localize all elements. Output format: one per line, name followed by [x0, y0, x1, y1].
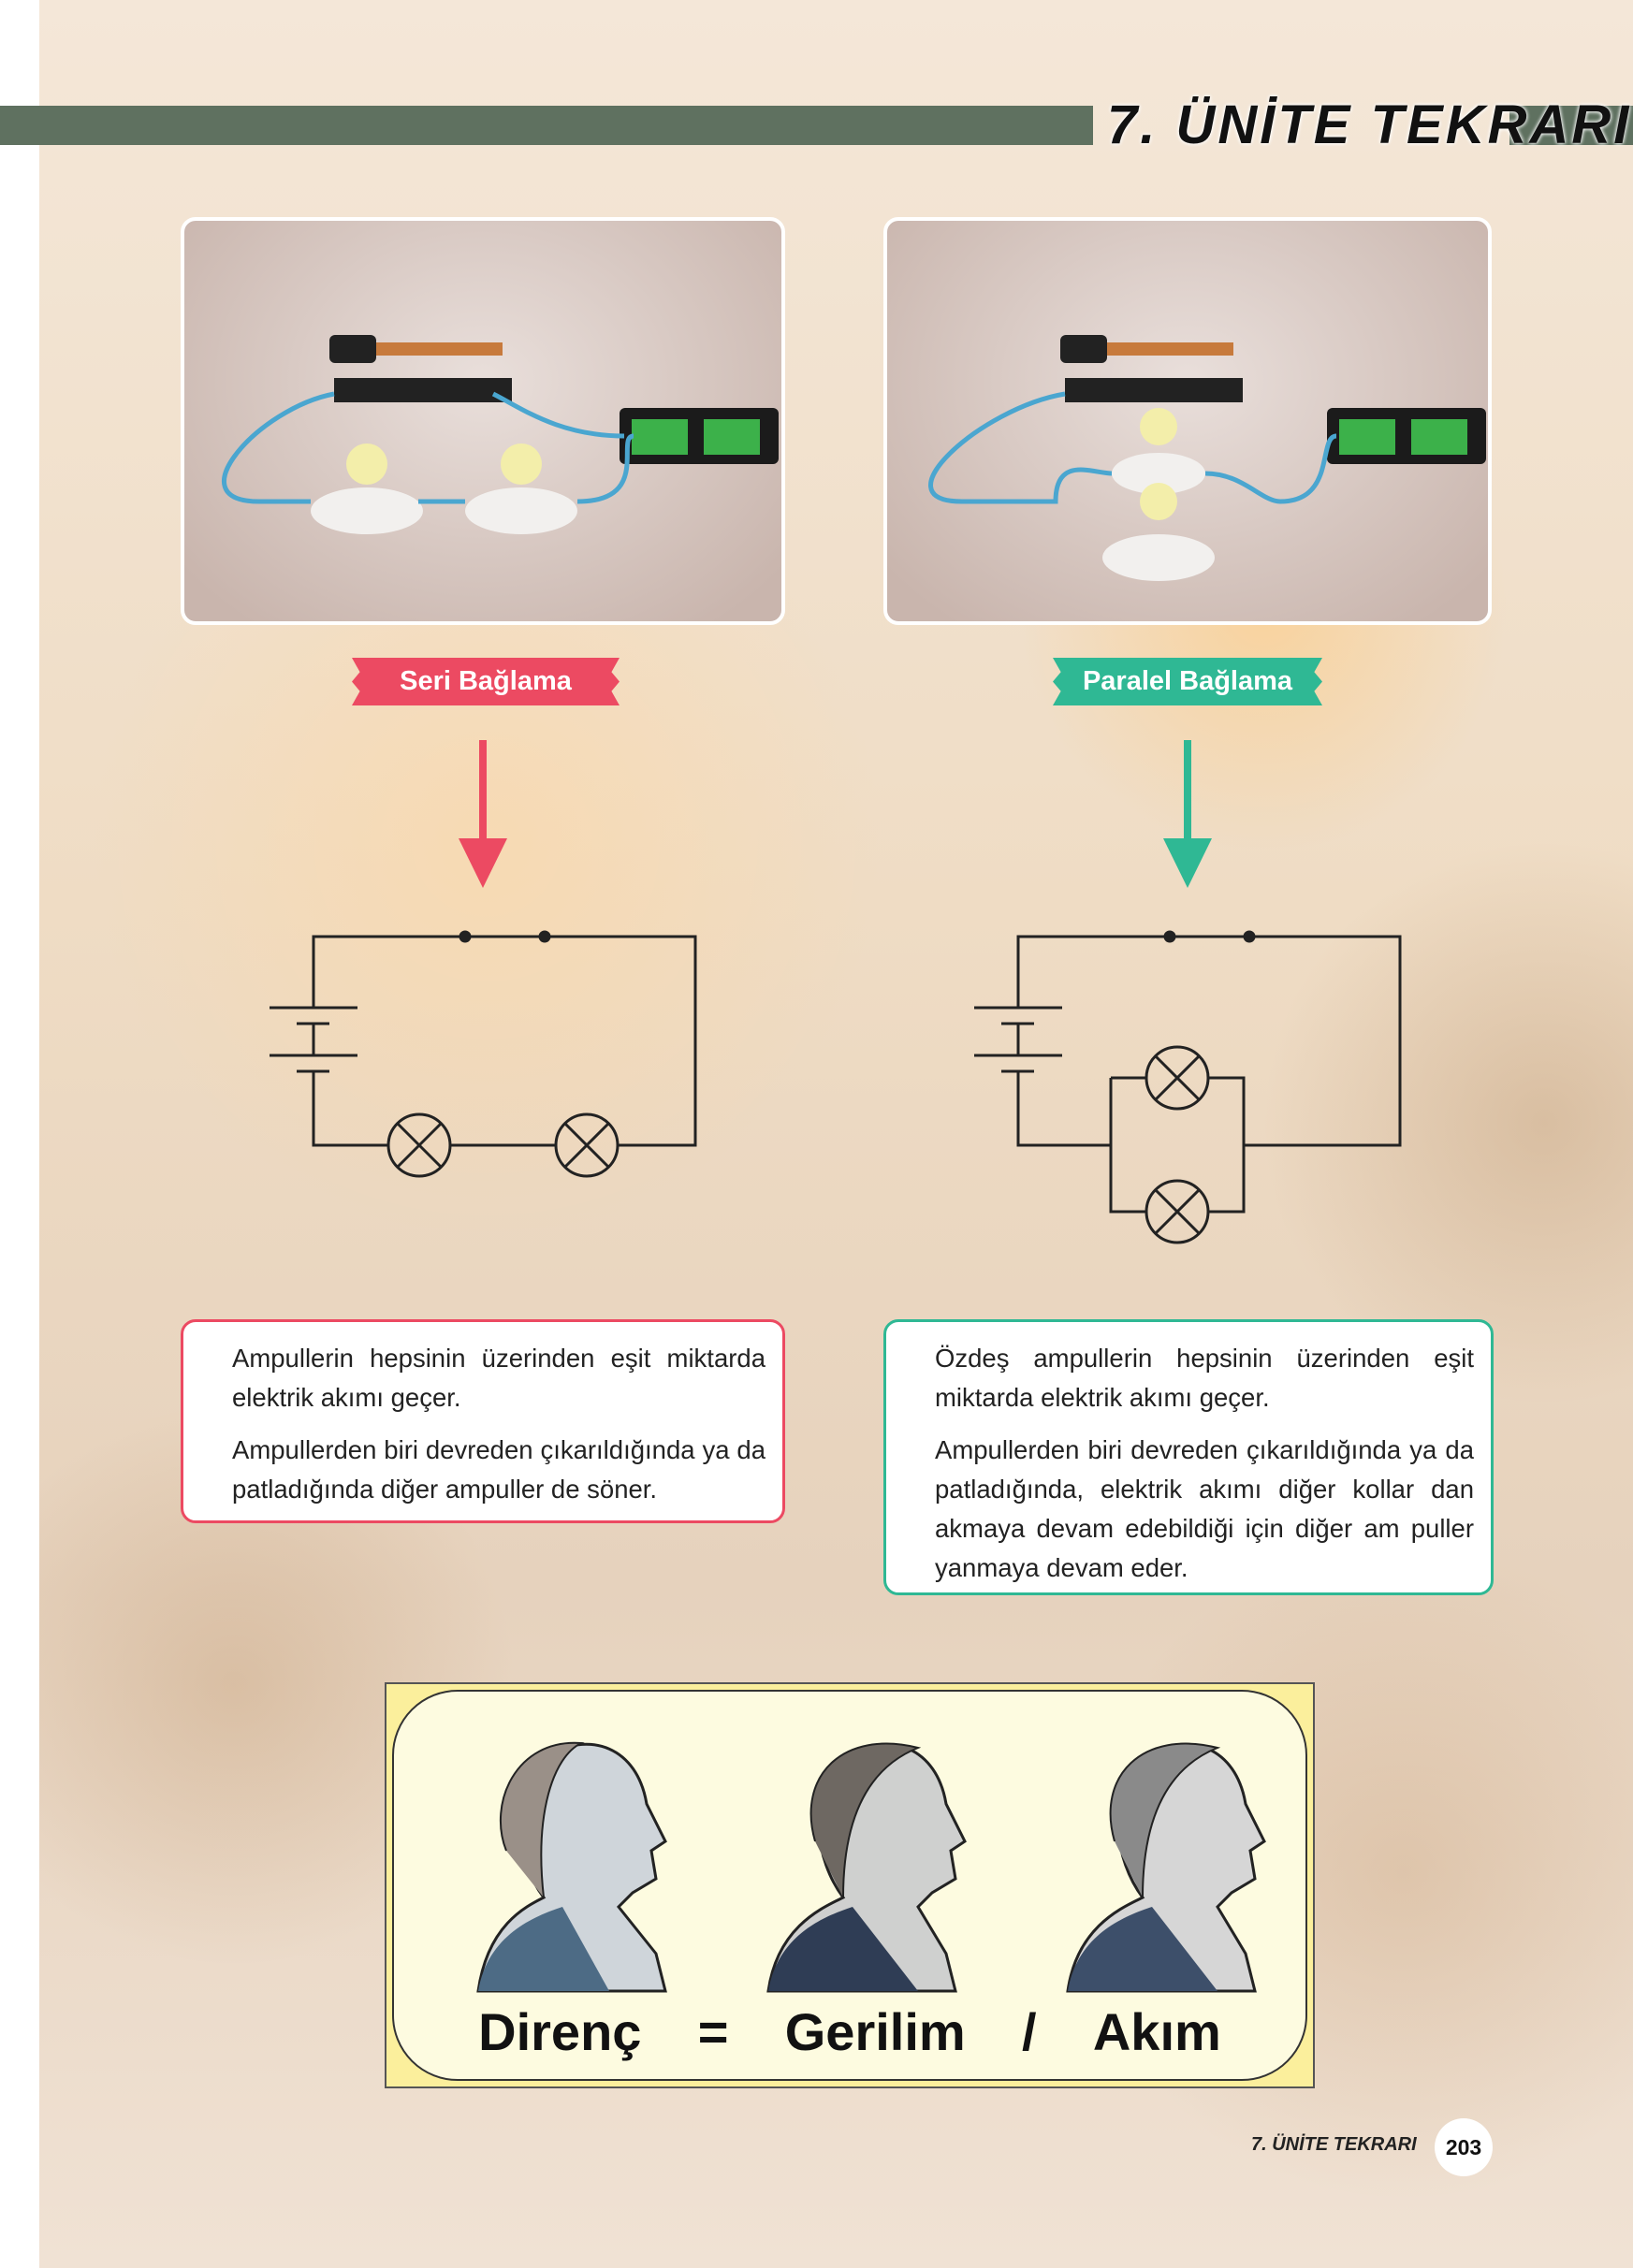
series-text-1: Ampullerin hepsinin üzerinden eşit mikta…: [232, 1344, 765, 1412]
formula-divide: /: [1022, 2002, 1037, 2061]
header-bar-left: [0, 106, 1093, 145]
ohm-law-panel: Direnç = Gerilim / Akım: [385, 1682, 1315, 2088]
header-bar-right: [1509, 106, 1633, 145]
formula-voltage: Gerilim: [784, 2002, 966, 2061]
parallel-circuit-photo: [883, 217, 1492, 625]
bulb-icon: [1145, 1045, 1210, 1111]
formula-current: Akım: [1092, 2002, 1221, 2061]
bulb-icon: [386, 1112, 452, 1178]
series-text-2: Ampullerden biri devreden çıkarıldığında…: [232, 1435, 765, 1504]
series-arrow-icon: [459, 740, 507, 888]
portrait-icon: [1066, 1742, 1266, 1993]
parallel-label: Paralel Bağlama: [1053, 658, 1322, 705]
parallel-info-box: Özdeş ampullerin hepsinin üzerinden eşit…: [883, 1319, 1494, 1595]
scientist-portraits: [476, 1741, 1266, 1993]
series-circuit-photo: [181, 217, 785, 625]
page-number: 203: [1435, 2118, 1493, 2176]
series-circuit-diagram: [270, 930, 697, 1178]
formula-equals: =: [697, 2002, 729, 2061]
bulb-icon: [554, 1112, 620, 1178]
formula-resistance: Direnç: [478, 2002, 642, 2061]
page-title: 7. ÜNİTE TEKRARI: [1107, 94, 1632, 155]
parallel-circuit-diagram: [974, 930, 1402, 1244]
portrait-icon: [476, 1741, 667, 1993]
page-margin: [0, 0, 39, 2268]
parallel-text-1: Özdeş ampullerin hepsinin üzerinden eşit…: [935, 1344, 1474, 1412]
footer-title: 7. ÜNİTE TEKRARI: [1251, 2134, 1417, 2155]
portrait-icon: [766, 1742, 967, 1993]
series-label: Seri Bağlama: [352, 658, 620, 705]
parallel-text-2: Ampullerden biri devreden çıkarıldığında…: [935, 1435, 1474, 1582]
series-info-box: Ampullerin hepsinin üzerinden eşit mikta…: [181, 1319, 785, 1523]
parallel-arrow-icon: [1163, 740, 1212, 888]
bulb-icon: [1145, 1179, 1210, 1244]
ohm-formula: Direnç = Gerilim / Akım: [394, 2001, 1305, 2062]
